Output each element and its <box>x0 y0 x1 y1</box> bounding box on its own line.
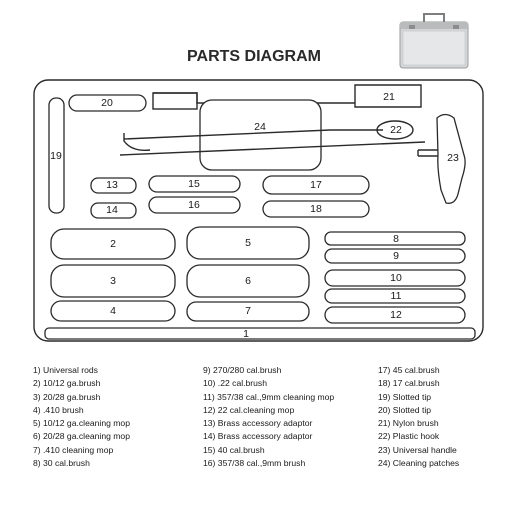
legend-item: 14) Brass accessory adaptor <box>203 431 313 442</box>
slot-14-label: 14 <box>106 204 118 216</box>
slot-21-label: 21 <box>383 91 395 103</box>
slot-23-label: 23 <box>447 152 459 164</box>
legend-item: 21) Nylon brush <box>378 418 439 429</box>
legend-item: 6) 20/28 ga.cleaning mop <box>33 431 130 442</box>
slot-12 <box>324 306 466 324</box>
slot-18-label: 18 <box>310 203 322 215</box>
slot-1-label: 1 <box>243 328 249 340</box>
legend-item: 20) Slotted tip <box>378 404 432 415</box>
slot-11 <box>324 288 466 304</box>
legend-item: 2) 10/12 ga.brush <box>33 378 101 389</box>
slot-1 <box>44 327 476 340</box>
slot-23 <box>436 113 466 204</box>
slot-2-label: 2 <box>110 238 116 250</box>
slot-7 <box>186 301 310 322</box>
slot-13 <box>90 177 137 194</box>
slot-8 <box>324 231 466 246</box>
slot-10-label: 10 <box>390 272 402 284</box>
slot-4-label: 4 <box>110 305 116 317</box>
legend-item: 9) 270/280 cal.brush <box>203 365 282 375</box>
slot-3-label: 3 <box>110 275 116 287</box>
slot-2 <box>50 228 176 260</box>
legend-item: 17) 45 cal.brush <box>378 365 440 375</box>
slot-11-label: 11 <box>391 290 402 302</box>
slot-7-label: 7 <box>245 305 251 317</box>
slot-9 <box>324 248 466 264</box>
legend-item: 23) Universal handle <box>378 444 457 455</box>
legend-item: 4) .410 brush <box>33 404 84 415</box>
slot-6-label: 6 <box>245 275 251 287</box>
slot-16 <box>148 196 241 214</box>
slot-5-label: 5 <box>245 237 251 249</box>
slot-17 <box>262 175 370 195</box>
legend-item: 22) Plastic hook <box>378 431 440 442</box>
legend-column-2: 9) 270/280 cal.brush 10) .22 cal.brush 1… <box>203 364 334 470</box>
slot-22 <box>376 120 414 140</box>
slot-24-label: 24 <box>254 121 266 133</box>
legend-item: 24) Cleaning patches <box>378 458 460 469</box>
legend-item: 13) Brass accessory adaptor <box>203 418 313 429</box>
slot-13-label: 13 <box>106 179 118 191</box>
legend-item: 7) .410 cleaning mop <box>33 444 114 455</box>
slot-12-label: 12 <box>390 309 402 321</box>
slot-4 <box>50 300 176 322</box>
legend-item: 1) Universal rods <box>33 365 98 375</box>
case-image <box>399 13 469 69</box>
slot-6 <box>186 264 310 298</box>
slot-18 <box>262 200 370 218</box>
slot-8-label: 8 <box>393 233 399 245</box>
slot-20 <box>68 94 147 112</box>
legend-column-1: 1) Universal rods 2) 10/12 ga.brush 3) 2… <box>33 364 130 470</box>
slot-15-label: 15 <box>188 178 200 190</box>
slot-19 <box>48 97 65 214</box>
slot-15 <box>148 175 241 193</box>
legend-item: 15) 40 cal.brush <box>203 444 265 455</box>
slot-9-label: 9 <box>393 250 399 262</box>
legend-item: 10) .22 cal.brush <box>203 378 268 389</box>
legend-item: 19) Slotted tip <box>378 391 432 402</box>
slot-16-label: 16 <box>188 199 200 211</box>
slot-17-label: 17 <box>310 179 322 191</box>
slot-22-shaft <box>123 129 383 140</box>
legend-column-3: 17) 45 cal.brush 18) 17 cal.brush 19) Sl… <box>378 364 459 470</box>
slot-22-label: 22 <box>390 124 402 136</box>
legend-item: 8) 30 cal.brush <box>33 458 90 469</box>
slot-19-label: 19 <box>50 150 62 162</box>
legend-item: 16) 357/38 cal.,9mm brush <box>203 458 306 469</box>
legend-item: 3) 20/28 ga.brush <box>33 391 101 402</box>
diagram-title: PARTS DIAGRAM <box>187 48 321 65</box>
rod-line <box>119 141 426 156</box>
legend-item: 12) 22 cal.cleaning mop <box>203 404 295 415</box>
legend-item: 5) 10/12 ga.cleaning mop <box>33 418 130 429</box>
slot-23-shaft <box>417 149 438 157</box>
slot-20-label: 20 <box>101 97 113 109</box>
slot-21-handle <box>152 92 198 110</box>
legend-item: 18) 17 cal.brush <box>378 378 440 389</box>
legend-item: 11) 357/38 cal.,9mm cleaning mop <box>203 391 335 402</box>
slot-10 <box>324 269 466 287</box>
slot-14 <box>90 202 137 219</box>
tray-outline <box>33 79 484 342</box>
slot-3 <box>50 264 176 298</box>
slot-22-hook <box>123 133 151 151</box>
slot-5 <box>186 226 310 260</box>
